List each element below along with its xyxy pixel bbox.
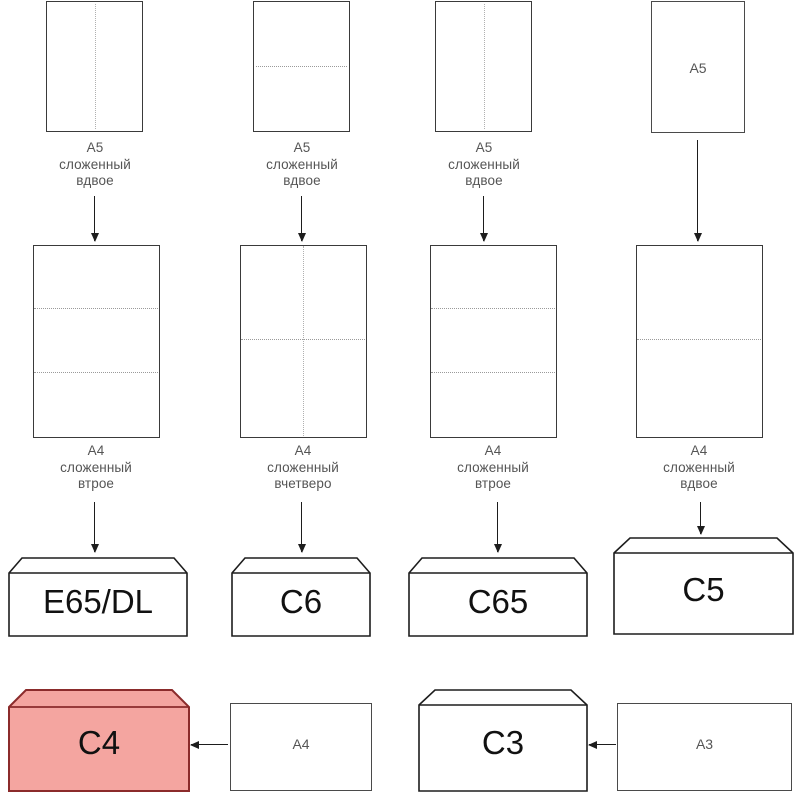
paper-a3-bottom [617, 703, 792, 791]
envelope-label: C3 [481, 724, 525, 761]
paper-a4-col2 [240, 245, 367, 438]
arrow-col3-a5-to-a4 [483, 196, 485, 241]
envelope-shape [8, 689, 190, 792]
paper-a5-col1 [46, 1, 143, 132]
arrow-col4-a5-to-a4 [697, 140, 699, 241]
caption-a5-col3: A5 сложенный вдвое [448, 140, 520, 188]
envelope-c3: C3 [418, 688, 588, 792]
envelope-label: E65/DL [42, 583, 154, 620]
label-a3-bottom: A3 [695, 736, 714, 752]
fold-line-horizontal [256, 66, 347, 67]
fold-line-horizontal-lower [34, 372, 158, 373]
paper-a5-col3 [435, 1, 532, 132]
envelope-label: C5 [682, 571, 725, 608]
caption-a4-col3: A4 сложенный втрое [457, 443, 529, 491]
paper-a4-bottom [230, 703, 372, 791]
fold-line-vertical [303, 246, 304, 436]
paper-a5-col4 [651, 1, 745, 133]
label-a5-col4: A5 [689, 60, 707, 76]
arrow-col3-a4-to-envelope [497, 502, 499, 552]
paper-a4-col4 [636, 245, 763, 438]
fold-line-vertical [484, 4, 485, 129]
caption-a4-col1: A4 сложенный втрое [60, 443, 132, 491]
envelope-shape [8, 557, 188, 637]
envelope-c4-highlighted: C4 [8, 688, 190, 792]
arrow-a3-to-c3 [589, 744, 616, 746]
paper-a5-col2 [253, 1, 350, 132]
arrow-col4-a4-to-envelope [700, 502, 702, 534]
arrow-col1-a4-to-envelope [94, 502, 96, 552]
envelope-label: C65 [467, 583, 529, 620]
envelope-c5: C5 [613, 537, 794, 635]
arrow-col2-a5-to-a4 [301, 196, 303, 241]
arrow-a4-to-c4 [191, 744, 228, 746]
paper-a4-col1 [33, 245, 160, 438]
caption-a5-col1: A5 сложенный вдвое [59, 140, 131, 188]
envelope-shape [408, 557, 588, 637]
envelope-e65dl: E65/DL [8, 557, 188, 637]
envelope-c6: C6 [231, 557, 371, 637]
paper-a4-col3 [430, 245, 557, 438]
arrow-col2-a4-to-envelope [301, 502, 303, 552]
envelope-label: C6 [279, 583, 323, 620]
caption-a5-col2: A5 сложенный вдвое [266, 140, 338, 188]
arrow-col1-a5-to-a4 [94, 196, 96, 241]
fold-line-horizontal [637, 339, 761, 340]
envelope-shape [418, 689, 588, 792]
fold-line-vertical [95, 4, 96, 129]
caption-a4-col2: A4 сложенный вчетверо [267, 443, 339, 491]
envelope-c65: C65 [408, 557, 588, 637]
envelope-shape [613, 537, 794, 635]
envelope-shape [231, 557, 371, 637]
fold-line-horizontal-upper [34, 308, 158, 309]
caption-a4-col4: A4 сложенный вдвое [663, 443, 735, 491]
fold-line-horizontal-upper [431, 308, 555, 309]
label-a4-bottom: A4 [292, 736, 310, 752]
fold-line-horizontal-lower [431, 372, 555, 373]
envelope-label: C4 [77, 724, 121, 761]
